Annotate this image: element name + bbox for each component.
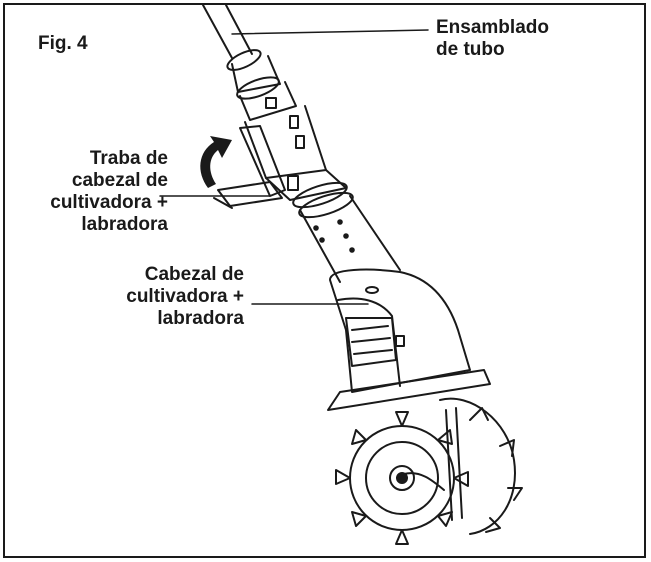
rear-tine-wheel xyxy=(439,397,523,535)
head-lock-lever xyxy=(213,125,299,209)
callout-line: labradora xyxy=(81,214,168,235)
callout-line: cultivadora + xyxy=(50,192,168,213)
callout-line: Ensamblado xyxy=(436,17,549,38)
tube-leader xyxy=(231,29,429,35)
rotate-arrow xyxy=(200,136,232,188)
callout-head-lock: Traba de cabezal de cultivadora + labrad… xyxy=(50,148,168,236)
callout-line: de tubo xyxy=(436,39,505,60)
tube-assembly xyxy=(202,4,354,219)
callout-line: labradora xyxy=(157,308,244,329)
callout-line: cultivadora + xyxy=(126,286,244,307)
callout-line: Traba de xyxy=(89,148,168,169)
callout-line: Cabezal de xyxy=(144,264,244,285)
callout-line: cabezal de xyxy=(71,170,168,191)
lower-shaft xyxy=(299,195,401,283)
figure-frame xyxy=(3,3,646,558)
tiller-head-housing xyxy=(327,268,491,411)
front-tine-wheel xyxy=(335,411,469,545)
figure-label: Fig. 4 xyxy=(38,33,88,54)
callout-tiller-head: Cabezal de cultivadora + labradora xyxy=(126,264,244,330)
callout-tube-assembly: Ensamblado de tubo xyxy=(436,17,549,61)
